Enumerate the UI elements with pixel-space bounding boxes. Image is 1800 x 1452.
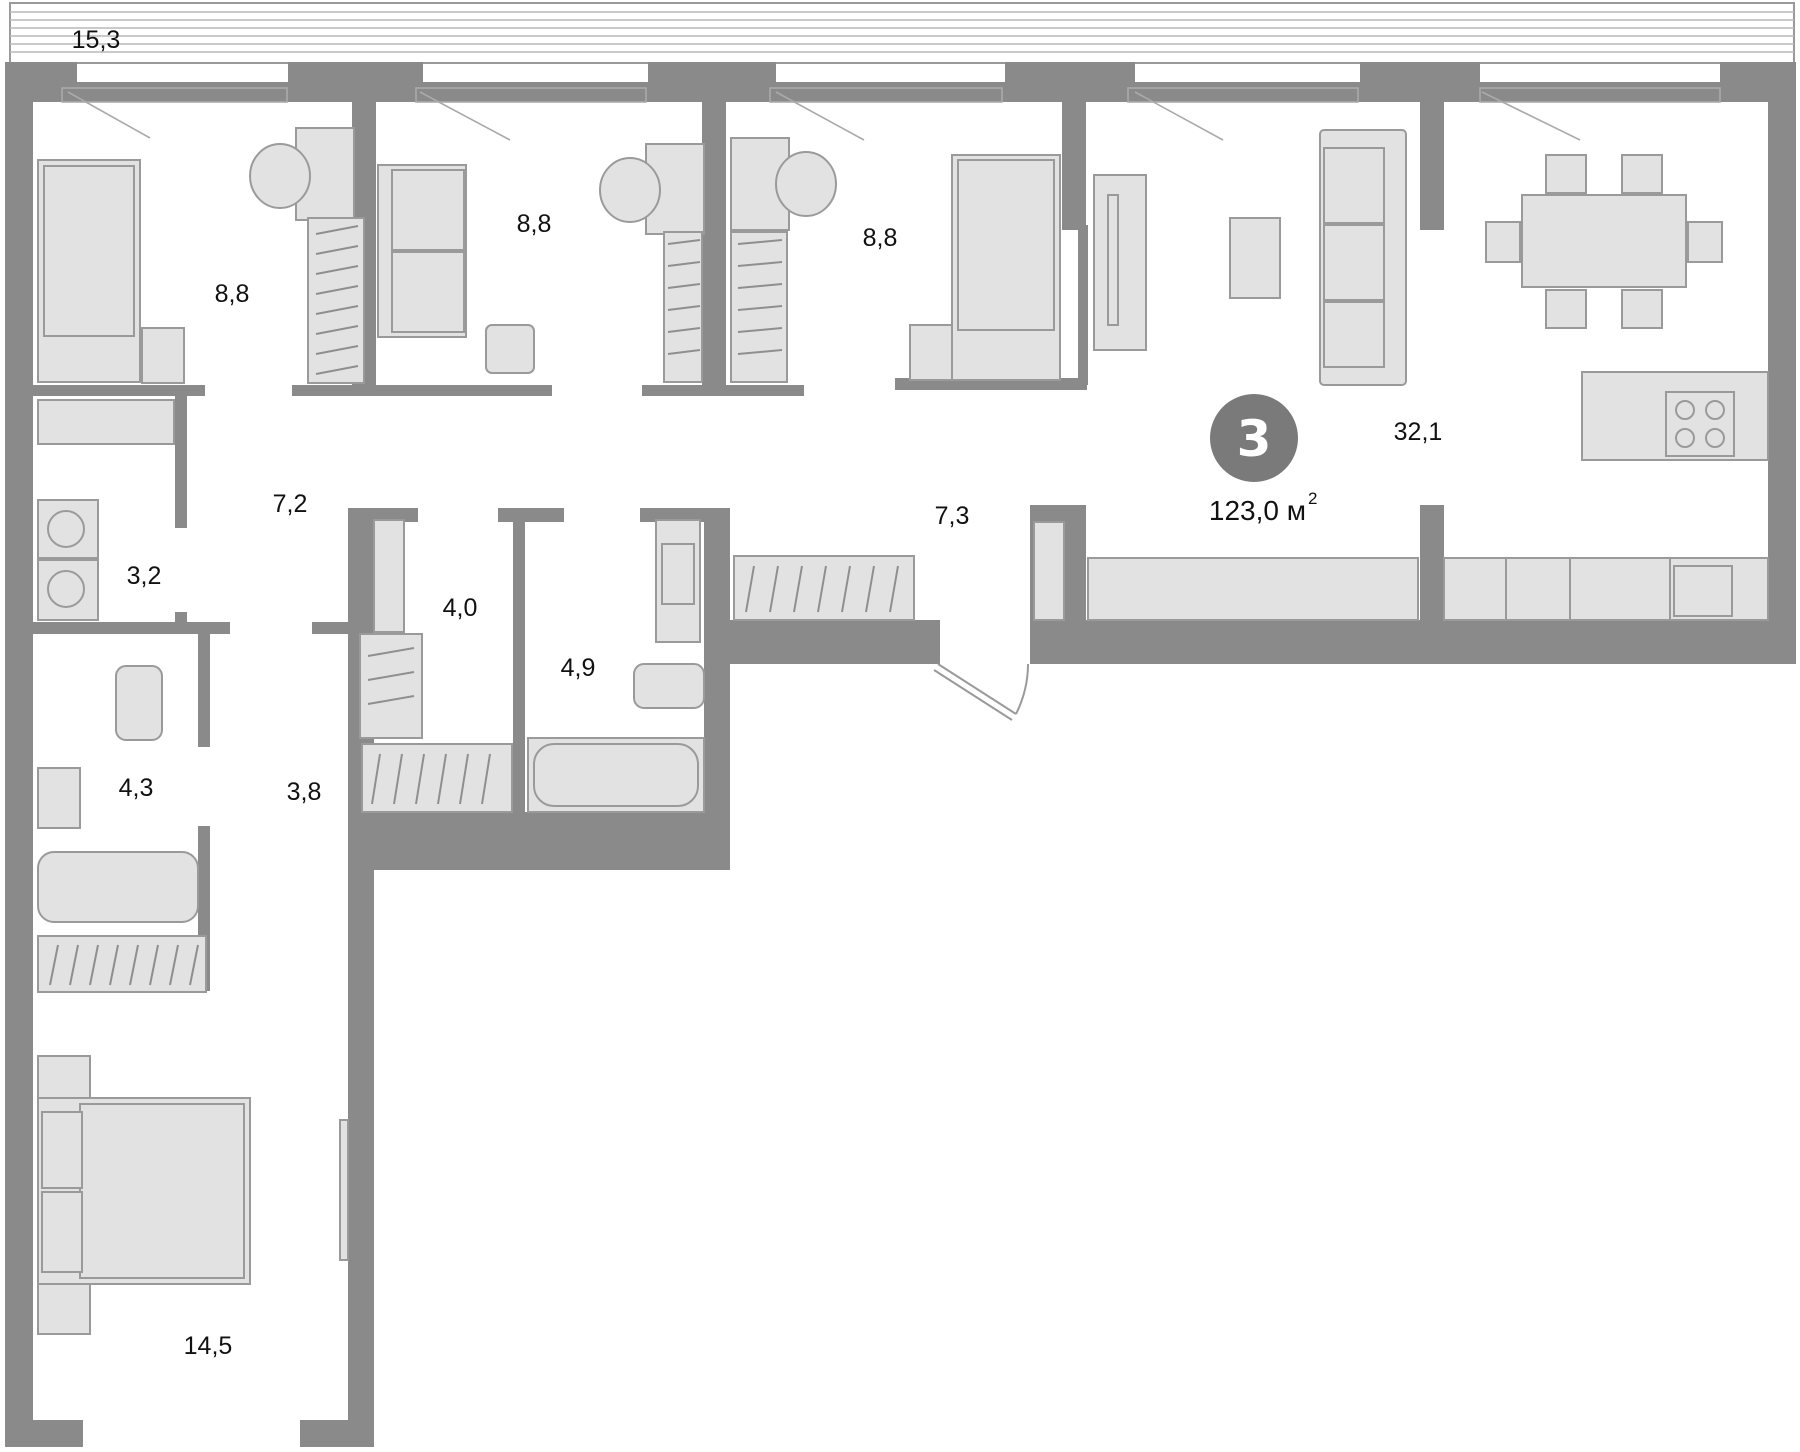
wardrobe-unit-2 <box>361 743 513 813</box>
room-area-bedroom-2: 8,8 <box>517 210 552 238</box>
balcony-railing <box>9 2 1795 64</box>
room-area-bathroom-center: 4,9 <box>561 654 596 682</box>
room-area-balcony: 15,3 <box>72 26 121 54</box>
room-area-hall-left: 7,2 <box>273 490 308 518</box>
sink-left <box>37 767 81 829</box>
bathtub-left <box>37 851 199 923</box>
wardrobe-unit-1 <box>359 633 423 739</box>
tv-stand <box>1093 174 1147 351</box>
room-area-bedroom-3: 8,8 <box>863 224 898 252</box>
shelving-wardrobe-room <box>373 519 405 633</box>
furniture <box>37 127 1769 1335</box>
kitchen-sink <box>1673 565 1733 617</box>
total-area: 123,0 м 2 <box>1209 489 1318 526</box>
total-area-unit-power: 2 <box>1308 489 1317 508</box>
nightstand-bedroom-3 <box>909 324 953 381</box>
shoe-rack <box>1033 521 1065 621</box>
window-opening-lines <box>61 87 1721 141</box>
dining-table <box>1521 194 1687 288</box>
room-area-living-kitchen: 32,1 <box>1394 418 1443 446</box>
room-area-hall-right: 7,3 <box>935 502 970 530</box>
laundry-counter <box>37 399 175 445</box>
tv-master <box>339 1119 349 1261</box>
total-area-value: 123,0 м <box>1209 495 1306 526</box>
room-area-wardrobe: 4,0 <box>443 594 478 622</box>
room-area-master-bedroom: 14,5 <box>184 1332 233 1360</box>
room-area-laundry: 3,2 <box>127 562 162 590</box>
room-labels: 15,3 8,8 8,8 8,8 32,1 7,2 3,2 4,0 4,9 7,… <box>72 26 1443 1360</box>
cooktop <box>1665 391 1735 457</box>
rooms-count: 3 <box>1237 410 1272 468</box>
room-area-corridor: 3,8 <box>287 778 322 806</box>
wardrobe-master <box>37 935 207 993</box>
wardrobe-bedroom-1 <box>307 217 365 384</box>
coffee-table <box>1229 217 1281 299</box>
room-area-bedroom-1: 8,8 <box>215 280 250 308</box>
rooms-count-badge: 3 <box>1210 394 1298 482</box>
kitchen-counter <box>1087 557 1419 621</box>
room-area-bathroom-left: 4,3 <box>119 774 154 802</box>
nightstand-master-bottom <box>37 1283 91 1335</box>
toilet-center <box>633 663 705 709</box>
wardrobe-hangers <box>49 225 899 986</box>
entrance-door <box>933 663 1029 721</box>
hall-wardrobe <box>733 555 915 621</box>
nightstand-bedroom-1 <box>141 327 185 384</box>
pouf-bedroom-2 <box>485 324 535 374</box>
toilet-left <box>115 665 163 741</box>
